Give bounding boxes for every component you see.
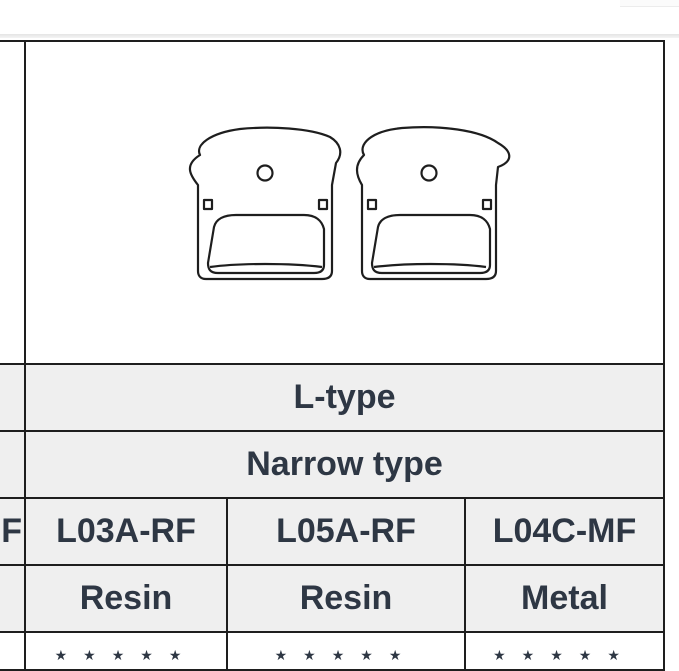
group-label-cell: L-type xyxy=(24,363,665,432)
left-group-cell xyxy=(0,363,26,432)
model-code-cell-2: L05A-RF xyxy=(226,497,466,566)
top-bar xyxy=(0,0,679,36)
rating-cell-3: ★★★★★ xyxy=(464,631,665,671)
material-cell-2: Resin xyxy=(226,564,466,633)
left-model-cell: F xyxy=(0,497,26,566)
top-bar-button[interactable] xyxy=(620,0,679,7)
pad-image-cell xyxy=(24,40,665,365)
left-material-cell xyxy=(0,564,26,633)
rating-cell-1: ★★★★★ xyxy=(24,631,228,671)
rating-cell-2: ★★★★★ xyxy=(226,631,466,671)
top-bar-shadow xyxy=(0,34,679,38)
material-cell-1: Resin xyxy=(24,564,228,633)
left-image-cell xyxy=(0,40,26,365)
subgroup-label-cell: Narrow type xyxy=(24,430,665,499)
left-rating-cell xyxy=(0,631,26,671)
model-code-cell-1: L03A-RF xyxy=(24,497,228,566)
material-cell-3: Metal xyxy=(464,564,665,633)
left-subgroup-cell xyxy=(0,430,26,499)
model-code-cell-3: L04C-MF xyxy=(464,497,665,566)
brake-pad-pair-icon xyxy=(188,126,511,281)
